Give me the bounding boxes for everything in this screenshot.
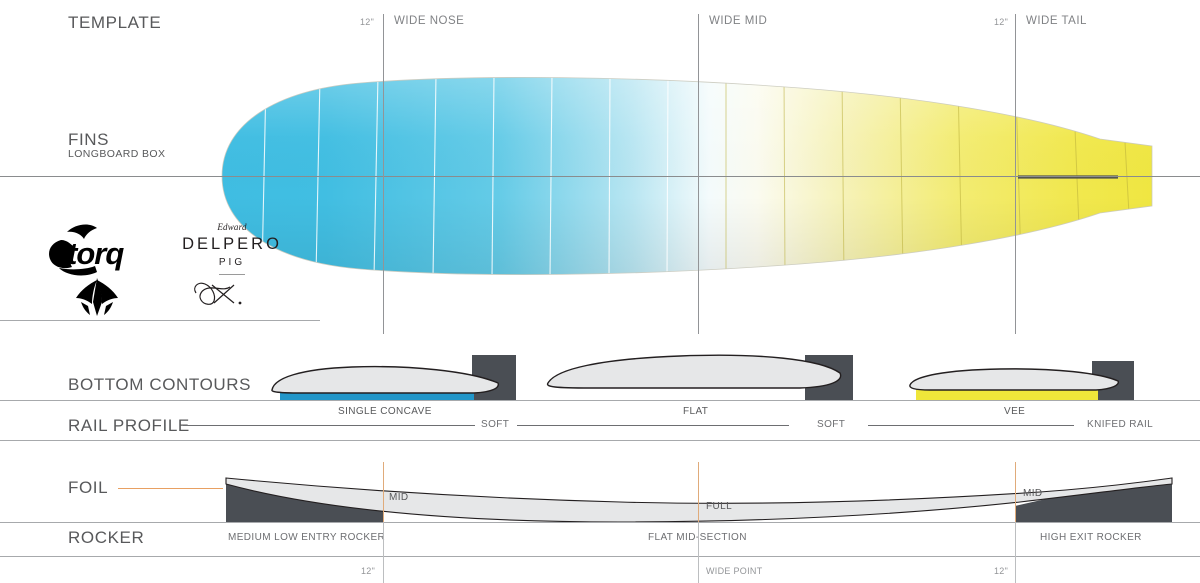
foil-marker-mid-right (1015, 462, 1016, 522)
rail-line-seg-3 (868, 425, 1074, 426)
row-label-template: TEMPLATE (68, 13, 162, 32)
rocker-rule (0, 556, 1200, 557)
row-sublabel-fins: LONGBOARD BOX (68, 148, 166, 160)
guide-bottom-mid (698, 522, 699, 583)
foil-marker-mid-left (383, 462, 384, 522)
foil-accent-rule (118, 488, 223, 489)
caption-rocker-exit: HIGH EXIT ROCKER (1040, 532, 1142, 543)
row-label-foil: FOIL (68, 478, 109, 497)
contour-flat (546, 354, 853, 400)
foil-rule (0, 522, 1200, 523)
tick-wide-nose: 12" (360, 17, 375, 27)
model-name: DELPERO (182, 235, 282, 253)
caption-rail-soft-1: SOFT (481, 419, 510, 430)
caption-rail-knifed: KNIFED RAIL (1087, 419, 1154, 430)
contour-single-concave (271, 355, 516, 400)
tick-bottom-left: 12" (361, 566, 376, 576)
header-wide-mid: WIDE MID (709, 15, 768, 27)
model-sub: PIG (218, 257, 246, 268)
caption-vee: VEE (1004, 406, 1026, 417)
label-wide-point: WIDE POINT (706, 566, 763, 576)
template-centerline (0, 176, 1200, 177)
caption-foil-mid-left: MID (389, 492, 409, 503)
header-wide-tail: WIDE TAIL (1026, 15, 1087, 27)
row-label-fins: FINS (68, 130, 110, 149)
rail-line-seg-1 (183, 425, 475, 426)
row-label-bottom-contours: BOTTOM CONTOURS (68, 375, 252, 394)
fins-section-rule (0, 320, 320, 321)
model-script: Edward (217, 222, 247, 232)
brand-logo-group: torq (49, 224, 125, 316)
guide-bottom-left (383, 522, 384, 583)
torq-logo: torq (49, 224, 125, 276)
tick-bottom-right: 12" (994, 566, 1009, 576)
svg-text:torq: torq (67, 236, 124, 271)
rail-profile-rule (0, 440, 1200, 441)
foil-marker-full (698, 462, 699, 522)
foil-profile-graphic (225, 477, 1173, 523)
caption-foil-mid-right: MID (1023, 488, 1043, 499)
caption-rail-soft-2: SOFT (817, 419, 846, 430)
row-label-rail-profile: RAIL PROFILE (68, 416, 190, 435)
torq-bird-icon (76, 278, 118, 316)
model-badge: Edward DELPERO PIG (172, 222, 292, 275)
guide-bottom-right (1015, 522, 1016, 583)
header-wide-nose: WIDE NOSE (394, 15, 465, 27)
signature-mark-icon (194, 282, 242, 305)
guide-wide-mid (698, 14, 699, 334)
guide-wide-tail (1015, 14, 1016, 334)
row-label-rocker: ROCKER (68, 528, 145, 547)
contour-vee (909, 361, 1134, 400)
caption-rocker-mid: FLAT MID-SECTION (648, 532, 747, 543)
caption-foil-full: FULL (706, 501, 733, 512)
guide-wide-nose (383, 14, 384, 334)
rail-line-seg-2 (517, 425, 789, 426)
caption-rocker-entry: MEDIUM LOW ENTRY ROCKER (228, 532, 386, 543)
bottom-contours-graphic (271, 354, 1134, 400)
caption-single-concave: SINGLE CONCAVE (338, 406, 432, 417)
bottom-contours-rule (0, 400, 1200, 401)
model-divider (219, 274, 245, 275)
tick-wide-tail: 12" (994, 17, 1009, 27)
caption-flat: FLAT (683, 406, 709, 417)
